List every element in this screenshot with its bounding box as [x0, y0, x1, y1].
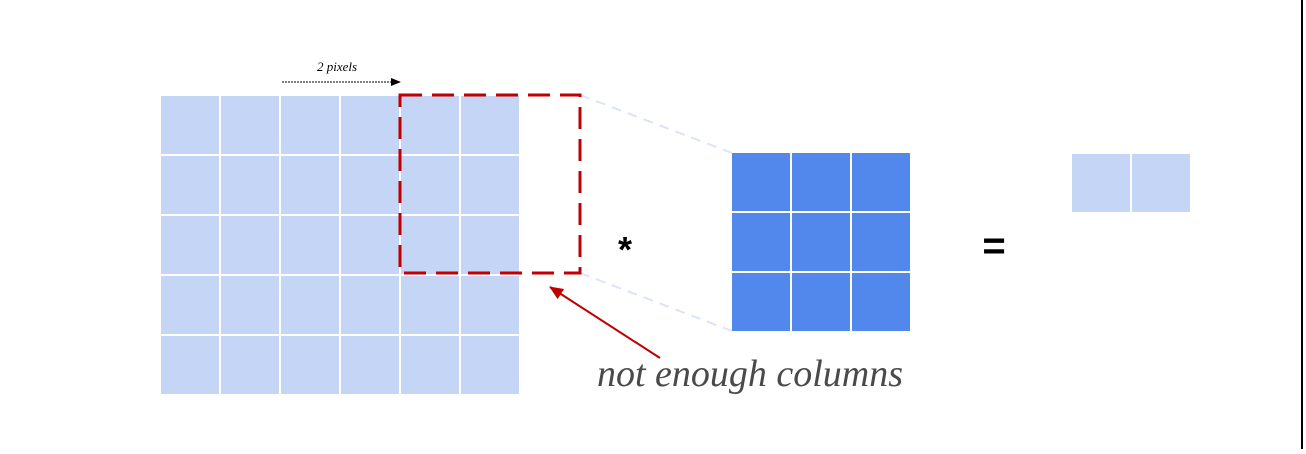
input-cell — [281, 336, 339, 394]
kernel-cell — [792, 273, 850, 331]
convolution-operator: * — [618, 229, 632, 270]
input-cell — [461, 336, 519, 394]
input-cell — [281, 216, 339, 274]
input-cell — [161, 216, 219, 274]
kernel-cell — [792, 213, 850, 271]
input-cell — [161, 336, 219, 394]
input-cell — [221, 276, 279, 334]
input-cell — [221, 96, 279, 154]
output-cell — [1132, 154, 1190, 212]
input-cell — [461, 156, 519, 214]
output-cell — [1072, 154, 1130, 212]
stride-label: 2 pixels — [317, 59, 357, 74]
annotation-arrow — [549, 286, 661, 359]
input-cell — [401, 336, 459, 394]
input-cell — [341, 156, 399, 214]
sliding-window — [398, 93, 582, 275]
input-cell — [221, 336, 279, 394]
projection-line-top — [579, 94, 733, 154]
input-cell — [401, 276, 459, 334]
kernel-cell — [852, 213, 910, 271]
kernel-cell — [852, 153, 910, 211]
output-grid — [1072, 154, 1190, 212]
input-cell — [341, 276, 399, 334]
input-cell — [461, 276, 519, 334]
kernel-grid — [732, 153, 910, 331]
input-cell — [341, 336, 399, 394]
kernel-cell — [732, 213, 790, 271]
input-cell — [461, 216, 519, 274]
input-cell — [461, 96, 519, 154]
input-cell — [161, 96, 219, 154]
right-edge-line — [1301, 0, 1303, 449]
kernel-cell — [852, 273, 910, 331]
input-cell — [161, 156, 219, 214]
kernel-cell — [792, 153, 850, 211]
input-cell — [281, 96, 339, 154]
input-cell — [221, 156, 279, 214]
input-cell — [221, 216, 279, 274]
equals-operator: = — [982, 224, 1005, 268]
input-grid — [161, 96, 519, 394]
input-cell — [161, 276, 219, 334]
kernel-cell — [732, 153, 790, 211]
input-cell — [281, 276, 339, 334]
projection-line-bottom — [579, 272, 733, 332]
input-cell — [281, 156, 339, 214]
input-cell — [401, 216, 459, 274]
input-cell — [341, 216, 399, 274]
input-cell — [401, 96, 459, 154]
input-cell — [401, 156, 459, 214]
kernel-cell — [732, 273, 790, 331]
annotation-label: not enough columns — [597, 353, 903, 395]
input-cell — [341, 96, 399, 154]
